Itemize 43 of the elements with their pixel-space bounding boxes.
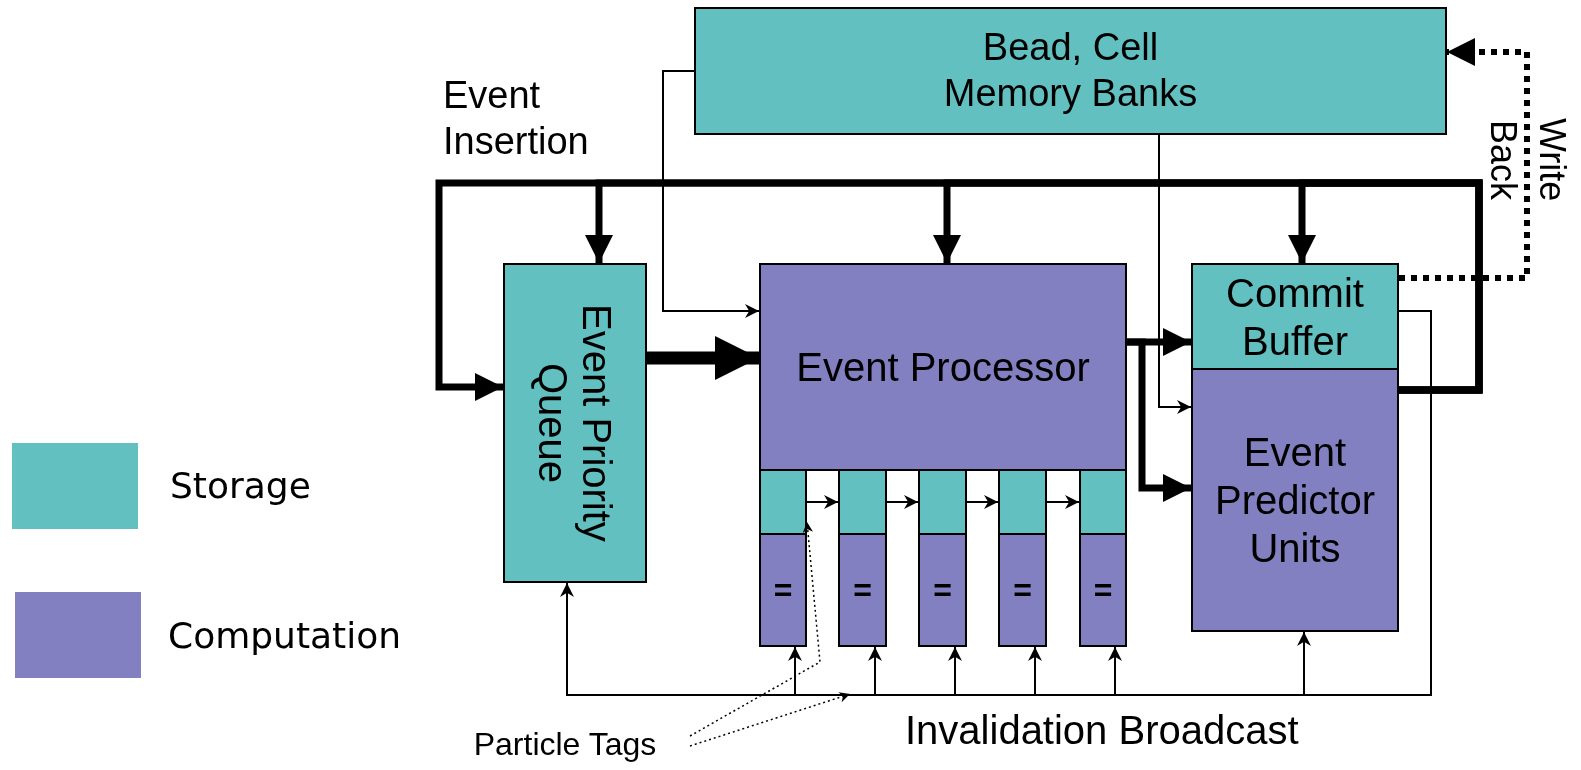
node-label: Event Priority Queue <box>531 303 619 544</box>
arrow <box>647 336 759 380</box>
edge-label: Write Back <box>1482 117 1574 204</box>
bus-label: Invalidation Broadcast <box>905 707 1300 754</box>
memory-bank-box <box>694 7 1447 135</box>
node-label: Event Processor <box>796 344 1090 391</box>
legend-label: Storage <box>170 468 311 504</box>
comparator-box <box>918 533 967 647</box>
bus-label: Event Insertion <box>443 73 590 165</box>
node-label: = <box>1093 570 1113 610</box>
slot-box <box>759 469 807 535</box>
comparator-box <box>759 533 807 647</box>
arrow <box>1158 134 1192 414</box>
arrow <box>1127 338 1191 502</box>
annotation-text: Particle Tags <box>440 722 690 766</box>
node-label: Commit Buffer <box>1225 269 1365 365</box>
node-label: Event Predictor Units <box>1213 429 1377 572</box>
comparator-box <box>838 533 887 647</box>
slot-box <box>918 469 967 535</box>
comparator-box <box>998 533 1047 647</box>
node-label: Bead, Cell Memory Banks <box>942 25 1199 116</box>
comparator-box <box>1079 533 1127 647</box>
legend-label: Computation <box>168 618 402 654</box>
slot-box <box>1079 469 1127 535</box>
arrow <box>1046 495 1080 509</box>
slot-box <box>998 469 1047 535</box>
predictor-box <box>1191 368 1399 632</box>
slot-box <box>838 469 887 535</box>
processor-box <box>759 263 1127 471</box>
arrow <box>886 495 919 509</box>
arrow <box>966 495 999 509</box>
node-label: = <box>773 570 793 610</box>
arrow <box>1399 38 1530 281</box>
arrow <box>662 70 760 318</box>
buffer-box <box>1191 263 1399 370</box>
node-label: = <box>1013 570 1032 610</box>
node-label: = <box>933 570 952 610</box>
arrow <box>806 495 839 509</box>
node-label: = <box>853 570 872 610</box>
queue-box <box>503 263 647 583</box>
arrow <box>1288 179 1483 394</box>
arrow <box>689 692 851 747</box>
arrow <box>689 521 821 737</box>
